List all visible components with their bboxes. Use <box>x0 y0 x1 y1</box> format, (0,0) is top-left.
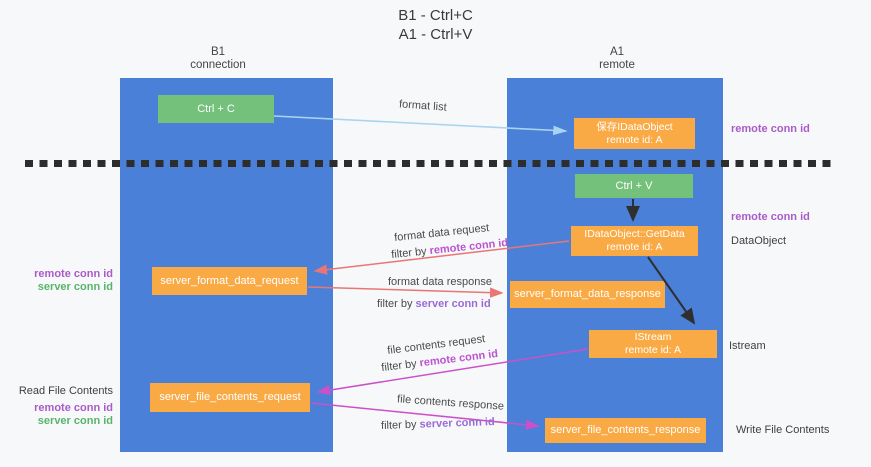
title-line-1: B1 - Ctrl+C <box>398 7 473 24</box>
node-server-format-data-request: server_format_data_request <box>152 267 307 295</box>
node-server-format-data-response-label: server_format_data_response <box>514 288 661 300</box>
node-server-file-contents-request-label: server_file_contents_request <box>159 391 301 403</box>
column-a1-name: A1 <box>609 46 625 58</box>
node-istream-line1: IStream <box>634 331 672 343</box>
label-remote-conn-id-file: remote conn id <box>34 402 113 414</box>
label-dataobject: DataObject <box>731 235 787 247</box>
node-server-format-data-response: server_format_data_response <box>510 281 665 308</box>
label-remote-conn-id-format: remote conn id <box>34 268 113 280</box>
label-istream: Istream <box>729 340 766 352</box>
node-istream: IStream remote id: A <box>589 330 717 358</box>
node-ctrl-v-label: Ctrl + V <box>615 179 653 192</box>
filter-by-text: filter by <box>377 298 416 310</box>
node-server-format-data-request-label: server_format_data_request <box>160 274 299 287</box>
label-remote-conn-id-mid: remote conn id <box>731 211 810 223</box>
column-b1-role: connection <box>190 59 246 71</box>
node-ctrl-v: Ctrl + V <box>575 174 693 198</box>
label-remote-conn-id-top: remote conn id <box>731 123 810 135</box>
node-idataobject-getdata-line1: IDataObject::GetData <box>584 228 685 240</box>
node-server-file-contents-response: server_file_contents_response <box>545 418 706 443</box>
column-header-b1: B1 connection <box>148 46 288 72</box>
arrow-format-list <box>273 115 568 136</box>
label-server-conn-id-file: server conn id <box>37 415 113 427</box>
node-ctrl-c: Ctrl + C <box>158 95 274 123</box>
node-server-file-contents-response-label: server_file_contents_response <box>550 424 701 436</box>
column-b1-name: B1 <box>210 46 226 58</box>
arrow-file-contents-request <box>316 348 589 396</box>
node-save-idataobject-line2: remote id: A <box>606 133 663 146</box>
label-read-file-contents: Read File Contents <box>18 385 113 397</box>
arrow-file-contents-response <box>310 402 540 431</box>
column-header-a1: A1 remote <box>547 46 687 72</box>
node-istream-line2: remote id: A <box>624 344 682 356</box>
title-line-2: A1 - Ctrl+V <box>398 26 473 43</box>
diagram-title: B1 - Ctrl+C A1 - Ctrl+V <box>0 6 871 44</box>
arrow-format-data-response <box>307 286 504 298</box>
annotation-format-data-response: format data response <box>388 276 492 288</box>
arrow-format-data-request <box>313 240 570 275</box>
node-idataobject-getdata-line2: remote id: A <box>606 241 663 253</box>
arrow-getdata-to-istream <box>647 256 696 325</box>
node-save-idataobject-line1: 保存IDataObject <box>596 120 673 133</box>
filter-by-text: filter by <box>380 418 420 432</box>
node-ctrl-c-label: Ctrl + C <box>197 102 235 115</box>
dashed-divider <box>25 160 831 167</box>
node-server-file-contents-request: server_file_contents_request <box>150 383 310 412</box>
node-idataobject-getdata: IDataObject::GetData remote id: A <box>571 226 698 256</box>
column-a1-role: remote <box>599 59 635 71</box>
server-conn-id-text: server conn id <box>415 298 491 310</box>
annotation-filter-format-response: filter by server conn id <box>377 298 491 310</box>
label-write-file-contents: Write File Contents <box>736 424 830 436</box>
node-save-idataobject: 保存IDataObject remote id: A <box>574 118 695 149</box>
label-server-conn-id-format: server conn id <box>37 281 113 293</box>
